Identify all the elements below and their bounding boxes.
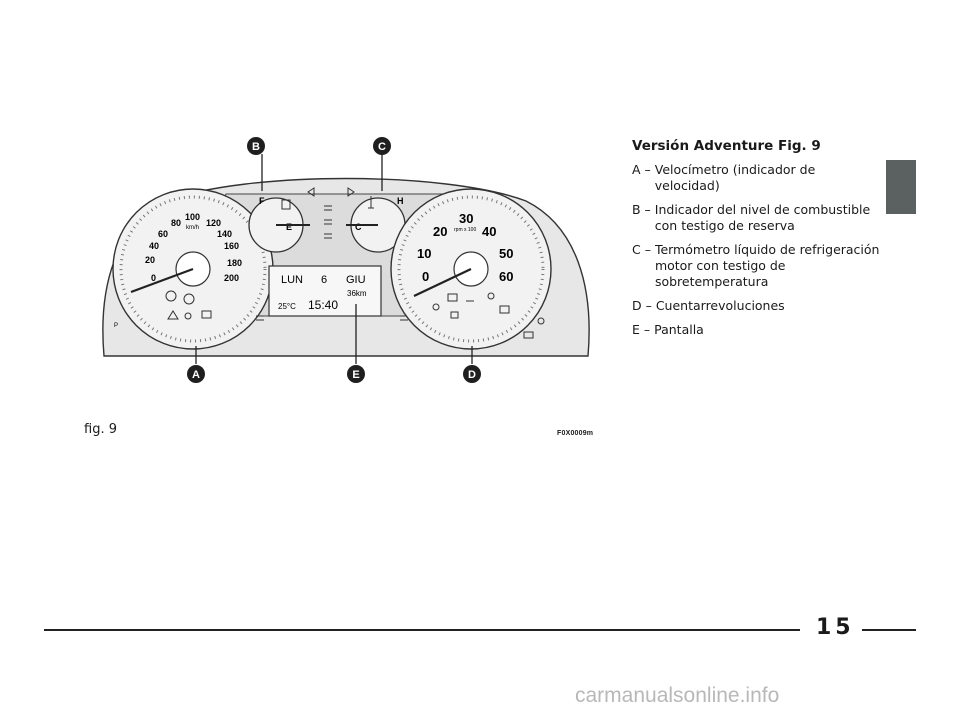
speed-tick-0: 0 bbox=[151, 273, 156, 283]
footer-rule-right bbox=[862, 629, 916, 631]
speed-tick-180: 180 bbox=[227, 258, 242, 268]
svg-text:E: E bbox=[352, 369, 359, 381]
display-day: LUN bbox=[281, 274, 303, 286]
tach-tick-0: 0 bbox=[422, 269, 429, 284]
tach-tick-20: 20 bbox=[433, 224, 447, 239]
lcd-display: LUN 6 GIU 36km 25°C 15:40 bbox=[268, 265, 382, 317]
tach-tick-40: 40 bbox=[482, 224, 496, 239]
callout-c: C bbox=[373, 137, 391, 155]
speed-tick-60: 60 bbox=[158, 229, 168, 239]
speed-tick-40: 40 bbox=[149, 241, 159, 251]
speed-tick-100: 100 bbox=[185, 212, 200, 222]
tachometer: 0 10 20 30 40 50 60 rpm x 100 bbox=[390, 188, 552, 350]
speed-tick-160: 160 bbox=[224, 241, 239, 251]
display-month: GIU bbox=[346, 274, 366, 286]
display-time: 15:40 bbox=[308, 298, 338, 312]
tach-tick-10: 10 bbox=[417, 246, 431, 261]
callout-b: B bbox=[247, 137, 265, 155]
speed-tick-200: 200 bbox=[224, 273, 239, 283]
page-number: 15 bbox=[816, 615, 855, 640]
list-item: E – Pantalla bbox=[632, 322, 704, 337]
instrument-cluster-diagram: 0 20 40 60 80 100 120 140 160 180 200 km… bbox=[102, 137, 590, 383]
figure-code: F0X0009m bbox=[557, 430, 594, 437]
display-date: 6 bbox=[321, 274, 327, 286]
list-item: C – Termómetro líquido de refrigeración … bbox=[632, 242, 880, 289]
callout-a: A bbox=[187, 365, 205, 383]
description-column: Versión Adventure Fig. 9 A – Velocímetro… bbox=[632, 138, 882, 346]
callout-d: D bbox=[463, 365, 481, 383]
list-item: A – Velocímetro (indicador de velocidad) bbox=[632, 162, 816, 193]
fuel-pump-icon bbox=[281, 199, 291, 210]
svg-text:C: C bbox=[378, 141, 386, 153]
tach-unit: rpm x 100 bbox=[454, 227, 476, 233]
coolant-icon bbox=[368, 196, 374, 209]
list-item: D – Cuentarrevoluciones bbox=[632, 298, 785, 313]
speed-tick-120: 120 bbox=[206, 218, 221, 228]
display-temp: 25°C bbox=[278, 302, 296, 311]
tach-tick-60: 60 bbox=[499, 269, 513, 284]
tach-tick-30: 30 bbox=[459, 211, 473, 226]
svg-text:A: A bbox=[192, 369, 200, 381]
speed-tick-80: 80 bbox=[171, 218, 181, 228]
speed-tick-140: 140 bbox=[217, 229, 232, 239]
svg-text:B: B bbox=[252, 141, 260, 153]
footer-rule-left bbox=[44, 629, 800, 631]
instrument-cluster-figure: 0 20 40 60 80 100 120 140 160 180 200 km… bbox=[96, 136, 596, 386]
display-trip: 36km bbox=[347, 289, 367, 298]
fuel-full-label: F bbox=[259, 196, 265, 206]
centre-indicators bbox=[256, 187, 408, 321]
temperature-gauge: H C bbox=[346, 196, 406, 253]
parking-indicator: P bbox=[114, 323, 118, 329]
speedometer: 0 20 40 60 80 100 120 140 160 180 200 km… bbox=[112, 188, 274, 350]
temp-cold-label: C bbox=[355, 222, 362, 232]
section-tab bbox=[886, 160, 916, 214]
svg-text:D: D bbox=[468, 369, 476, 381]
speed-tick-20: 20 bbox=[145, 255, 155, 265]
fuel-empty-label: E bbox=[286, 222, 292, 232]
figure-label: fig. 9 bbox=[84, 422, 117, 437]
speed-unit: km/h bbox=[186, 225, 199, 231]
tach-tick-50: 50 bbox=[499, 246, 513, 261]
callout-e: E bbox=[347, 365, 365, 383]
section-title: Versión Adventure Fig. 9 bbox=[632, 138, 821, 154]
fuel-gauge: F E bbox=[248, 196, 310, 253]
list-item: B – Indicador del nivel de combustible c… bbox=[632, 202, 871, 233]
temp-hot-label: H bbox=[397, 196, 404, 206]
watermark: carmanualsonline.info bbox=[575, 684, 780, 707]
